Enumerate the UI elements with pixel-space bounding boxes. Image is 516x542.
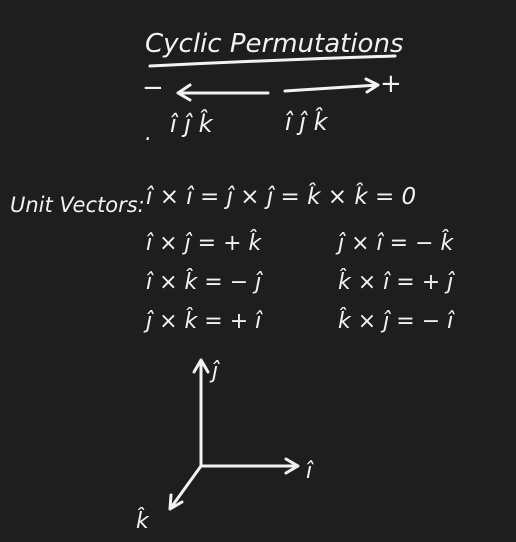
title: Cyclic Permutations bbox=[145, 29, 404, 59]
plus-sign: + bbox=[380, 69, 402, 99]
minus-sign: − bbox=[142, 73, 164, 103]
y-axis-arrow-icon bbox=[192, 358, 210, 468]
cross-products-right: ĵ × î = − k̂ k̂ × î = + ĵ k̂ × ĵ = − î bbox=[335, 230, 455, 334]
dot: . bbox=[145, 121, 152, 146]
right-sequence: î ĵ k̂ bbox=[285, 108, 329, 136]
equation-right-1: ĵ × î = − k̂ bbox=[335, 230, 454, 256]
z-axis-label: k̂ bbox=[136, 508, 150, 534]
x-axis-label: î bbox=[306, 459, 314, 484]
cross-products-left: î × ĵ = + k̂ î × k̂ = − ĵ ĵ × k̂ = + î bbox=[143, 230, 263, 334]
equation-left-2: î × k̂ = − ĵ bbox=[146, 269, 263, 295]
left-sequence: î ĵ k̂ bbox=[170, 110, 214, 138]
equation-right-2: k̂ × î = + ĵ bbox=[338, 269, 455, 295]
title-underline bbox=[148, 54, 397, 68]
left-arrow-icon bbox=[176, 83, 270, 102]
equation-right-3: k̂ × ĵ = − î bbox=[338, 308, 455, 334]
identity-equation: î × î = ĵ × ĵ = k̂ × k̂ = 0 bbox=[146, 183, 416, 210]
unit-vectors-label: Unit Vectors: bbox=[10, 193, 145, 217]
equation-left-1: î × ĵ = + k̂ bbox=[146, 230, 262, 256]
y-axis-label: ĵ bbox=[209, 359, 220, 384]
right-arrow-icon bbox=[283, 77, 380, 94]
x-axis-arrow-icon bbox=[199, 457, 300, 475]
equation-left-3: ĵ × k̂ = + î bbox=[143, 308, 263, 334]
z-axis-arrow-icon bbox=[168, 464, 203, 511]
